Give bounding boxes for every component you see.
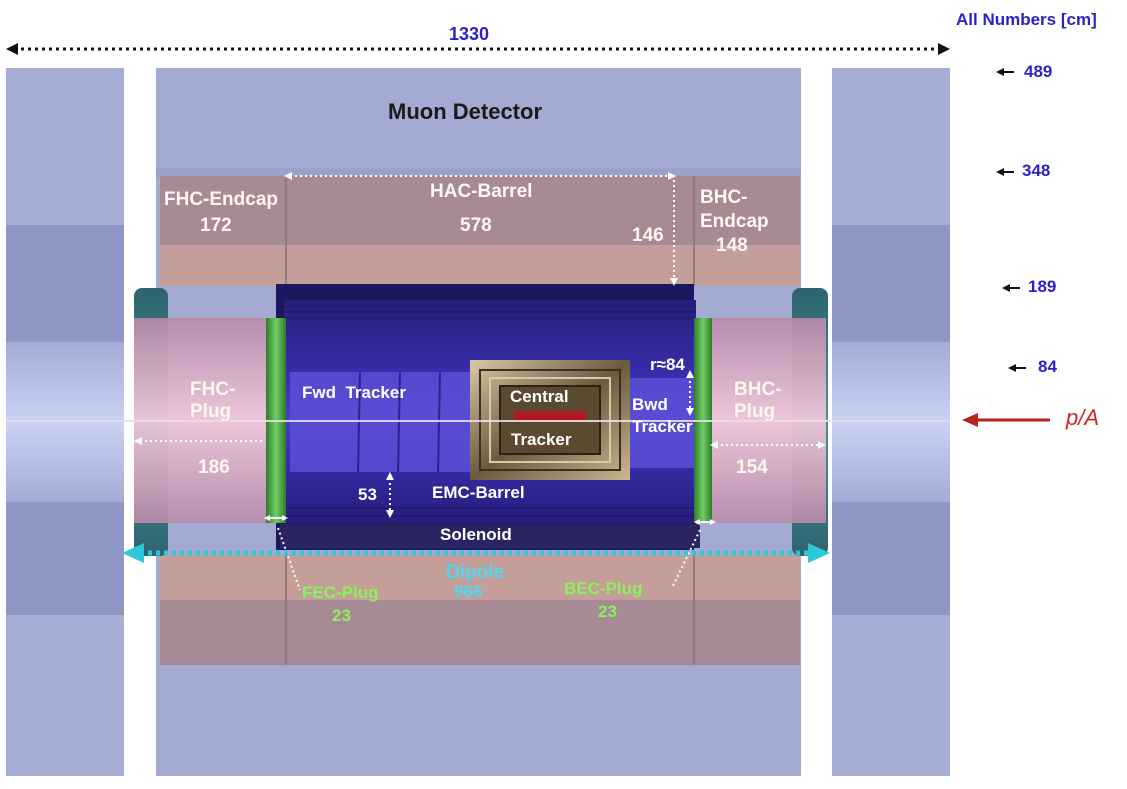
beam-pipe-core xyxy=(514,411,586,421)
dipole-name: Dipole xyxy=(446,562,505,583)
bhc-endcap-value: 148 xyxy=(716,235,748,256)
radius-189: 189 xyxy=(1028,277,1057,296)
fhc-plug-name-2: Plug xyxy=(190,401,232,422)
central-tracker-line1: Central xyxy=(510,387,569,406)
solenoid-label: Solenoid xyxy=(440,525,512,544)
fwd-tracker-label: Fwd Tracker xyxy=(302,383,406,402)
bec-plug-value: 23 xyxy=(598,602,617,621)
bec-plug-name: BEC-Plug xyxy=(564,579,643,598)
emc-thickness-value: 53 xyxy=(358,485,377,504)
radius-489: 489 xyxy=(1024,62,1053,81)
bwd-tracker-line1: Bwd xyxy=(632,395,668,414)
solenoid-band xyxy=(280,524,700,548)
radius-arrow-189 xyxy=(1002,284,1010,292)
fec-plug-name: FEC-Plug xyxy=(302,583,379,602)
fhc-plug-value: 186 xyxy=(198,457,230,478)
units-note: All Numbers [cm] xyxy=(956,10,1097,29)
radius-arrow-489 xyxy=(996,68,1004,76)
bhc-endcap-name-1: BHC- xyxy=(700,187,748,208)
central-tracker-line2: Tracker xyxy=(511,430,572,449)
hac-thickness-value: 146 xyxy=(632,225,664,246)
emc-barrel-label: EMC-Barrel xyxy=(432,483,525,502)
radius-note: r≈84 xyxy=(650,355,685,374)
bhc-plug-value: 154 xyxy=(736,457,768,478)
dipole-value: 966 xyxy=(454,582,483,601)
bhc-endcap-name-2: Endcap xyxy=(700,211,769,232)
fhc-endcap-name: FHC-Endcap xyxy=(164,189,278,210)
radius-84: 84 xyxy=(1038,357,1057,376)
bhc-plug-name-2: Plug xyxy=(734,401,776,422)
hac-barrel-name: HAC-Barrel xyxy=(430,181,533,202)
bhc-plug-name-1: BHC- xyxy=(734,379,782,400)
beam-label: p/A xyxy=(1066,405,1100,430)
hac-inner-top xyxy=(160,245,800,286)
muon-detector-label: Muon Detector xyxy=(388,99,542,124)
total-length-label: 1330 xyxy=(449,24,490,44)
fhc-plug-name-1: FHC- xyxy=(190,379,236,400)
bwd-tracker-line2: Tracker xyxy=(632,417,693,436)
muon-inner-band-top xyxy=(156,168,801,178)
bwd-tracker-shape xyxy=(618,378,696,468)
fec-plug-value: 23 xyxy=(332,606,351,625)
radius-348: 348 xyxy=(1022,161,1051,180)
radius-arrow-348 xyxy=(996,168,1004,176)
fhc-endcap-value: 172 xyxy=(200,215,232,236)
radius-arrow-84 xyxy=(1008,364,1016,372)
hac-barrel-value: 578 xyxy=(460,215,492,236)
